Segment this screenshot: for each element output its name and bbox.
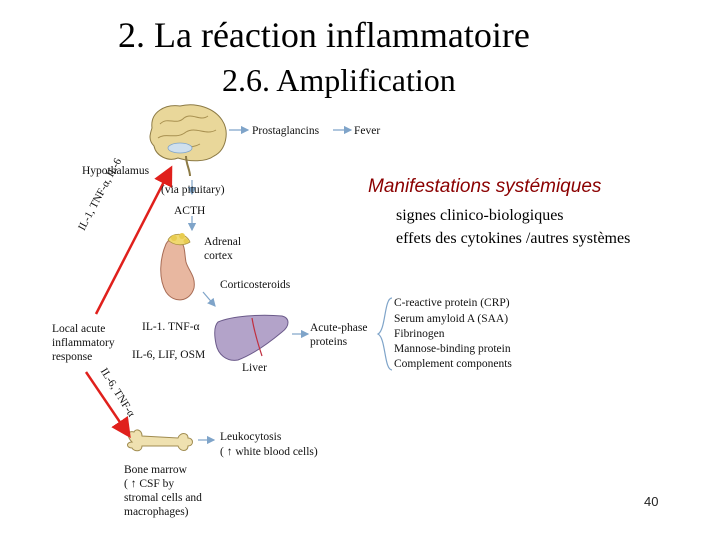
label-local-1: Local acute [52,323,106,335]
brain-icon [149,104,227,177]
slide-title: 2. La réaction inflammatoire [118,15,530,55]
protein-item: Complement components [394,358,512,370]
label-cytokines-2: IL-6, LIF, OSM [132,349,206,361]
panel-bullet: signes clinico-biologiques [396,207,564,224]
cytokine-arrow-down [84,371,131,439]
label-bone-marrow: Bone marrow [124,464,187,476]
slide-subtitle: 2.6. Amplification [222,62,456,98]
label-macrophages: macrophages) [124,506,189,518]
label-adrenal-1: Adrenal [204,236,242,248]
label-local-2: inflammatory [52,337,115,349]
label-white-cells: ( ↑ white blood cells) [220,446,318,458]
label-prostaglandins: Prostaglancins [252,125,320,137]
bone-icon [127,429,193,452]
label-local-3: response [52,351,93,363]
page-number: 40 [644,494,659,509]
label-adrenal-2: cortex [204,250,233,262]
label-leukocytosis: Leukocytosis [220,431,282,443]
protein-item: C-reactive protein (CRP) [394,297,510,309]
label-acute-phase-1: Acute-phase [310,322,368,334]
panel-heading: Manifestations systémiques [368,176,602,197]
cytokine-arrow-up [94,165,173,315]
panel-bullet: effets des cytokines /autres systèmes [396,230,631,247]
protein-item: Fibrinogen [394,328,445,340]
label-acth: ACTH [174,205,206,217]
label-fever: Fever [354,125,381,137]
label-acute-phase-2: proteins [310,336,348,348]
label-hypothalamus: Hypothalamus [82,165,150,177]
liver-icon [214,314,289,361]
label-liver: Liver [242,362,267,374]
label-corticosteroids: Corticosteroids [220,279,291,291]
label-stromal: stromal cells and [124,492,202,504]
protein-item: Mannose-binding protein [394,343,511,355]
adrenal-icon [160,233,195,301]
label-via-pituitary: (via pituitary) [161,184,225,196]
label-csf: ( ↑ CSF by [124,478,175,490]
protein-item: Serum amyloid A (SAA) [394,313,509,325]
label-cytokines-1: IL-1. TNF-α [142,321,200,333]
